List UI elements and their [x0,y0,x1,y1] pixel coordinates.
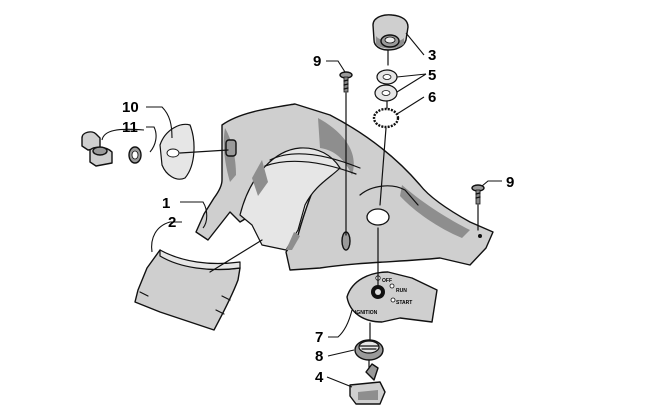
knob [372,14,409,51]
console-housing [195,103,494,271]
ignition-nut [354,339,384,361]
plate-label-ignition: IGNITION [355,310,378,316]
ignition-plate: OFF RUN START IGNITION [346,271,438,323]
callout-9-top: 9 [313,53,321,70]
callout-2: 2 [168,214,176,231]
plate-label-start: START [396,300,412,306]
callout-7: 7 [315,329,323,346]
callout-10: 10 [122,99,139,116]
callout-9-right: 9 [506,174,514,191]
callout-4: 4 [315,369,324,386]
callout-5: 5 [428,67,436,84]
ignition-key [349,363,386,405]
screw-top [339,71,353,93]
plate-label-run: RUN [396,288,407,294]
spring-ring [372,107,400,129]
washers [374,69,398,102]
callout-6: 6 [428,89,436,106]
callout-1: 1 [162,195,170,212]
callout-numbers: 1 2 3 4 5 6 7 8 9 9 10 11 [122,47,514,386]
screw-right [471,184,485,205]
callout-8: 8 [315,348,323,365]
grommet [128,146,142,164]
callout-11: 11 [122,119,138,136]
cap-plate [159,123,195,180]
lower-bezel [134,239,263,331]
plate-label-off: OFF [382,278,392,284]
callout-3: 3 [428,47,436,64]
leader-lines [101,32,502,388]
plug [81,131,113,167]
